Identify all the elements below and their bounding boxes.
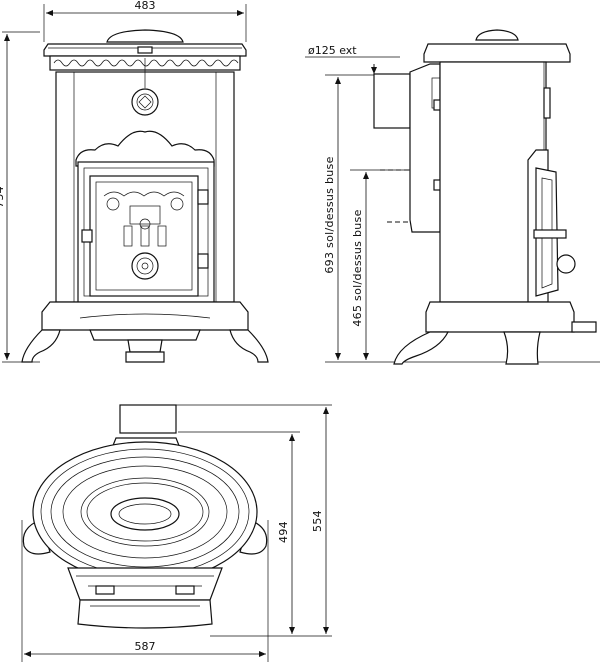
rear-flue-height-label: 465 sol/dessus buse <box>351 209 364 326</box>
flue-diameter-label: ø125 ext <box>308 44 357 57</box>
rear-flue-height-dimension: 465 sol/dessus buse <box>350 169 410 360</box>
top-view: 554 494 587 <box>21 404 332 662</box>
front-width-dimension: 483 <box>43 0 247 42</box>
front-height-label: 754 <box>0 186 6 208</box>
front-width-label: 483 <box>135 0 156 12</box>
top-inner-depth-label: 494 <box>277 521 290 543</box>
top-width-dimension: 587 <box>21 520 269 662</box>
front-height-dimension: 754 <box>0 31 40 363</box>
side-view: ø125 ext 693 sol/dessus buse 465 sol/des… <box>305 29 600 365</box>
top-inner-depth-dimension: 494 <box>178 431 300 634</box>
top-width-label: 587 <box>135 640 156 653</box>
top-depth-label: 554 <box>311 510 324 532</box>
top-depth-dimension: 554 <box>176 404 332 637</box>
front-view: 483 754 <box>0 0 269 363</box>
top-flue-height-dimension: 693 sol/dessus buse <box>323 74 600 363</box>
top-flue-height-label: 693 sol/dessus buse <box>323 156 336 273</box>
